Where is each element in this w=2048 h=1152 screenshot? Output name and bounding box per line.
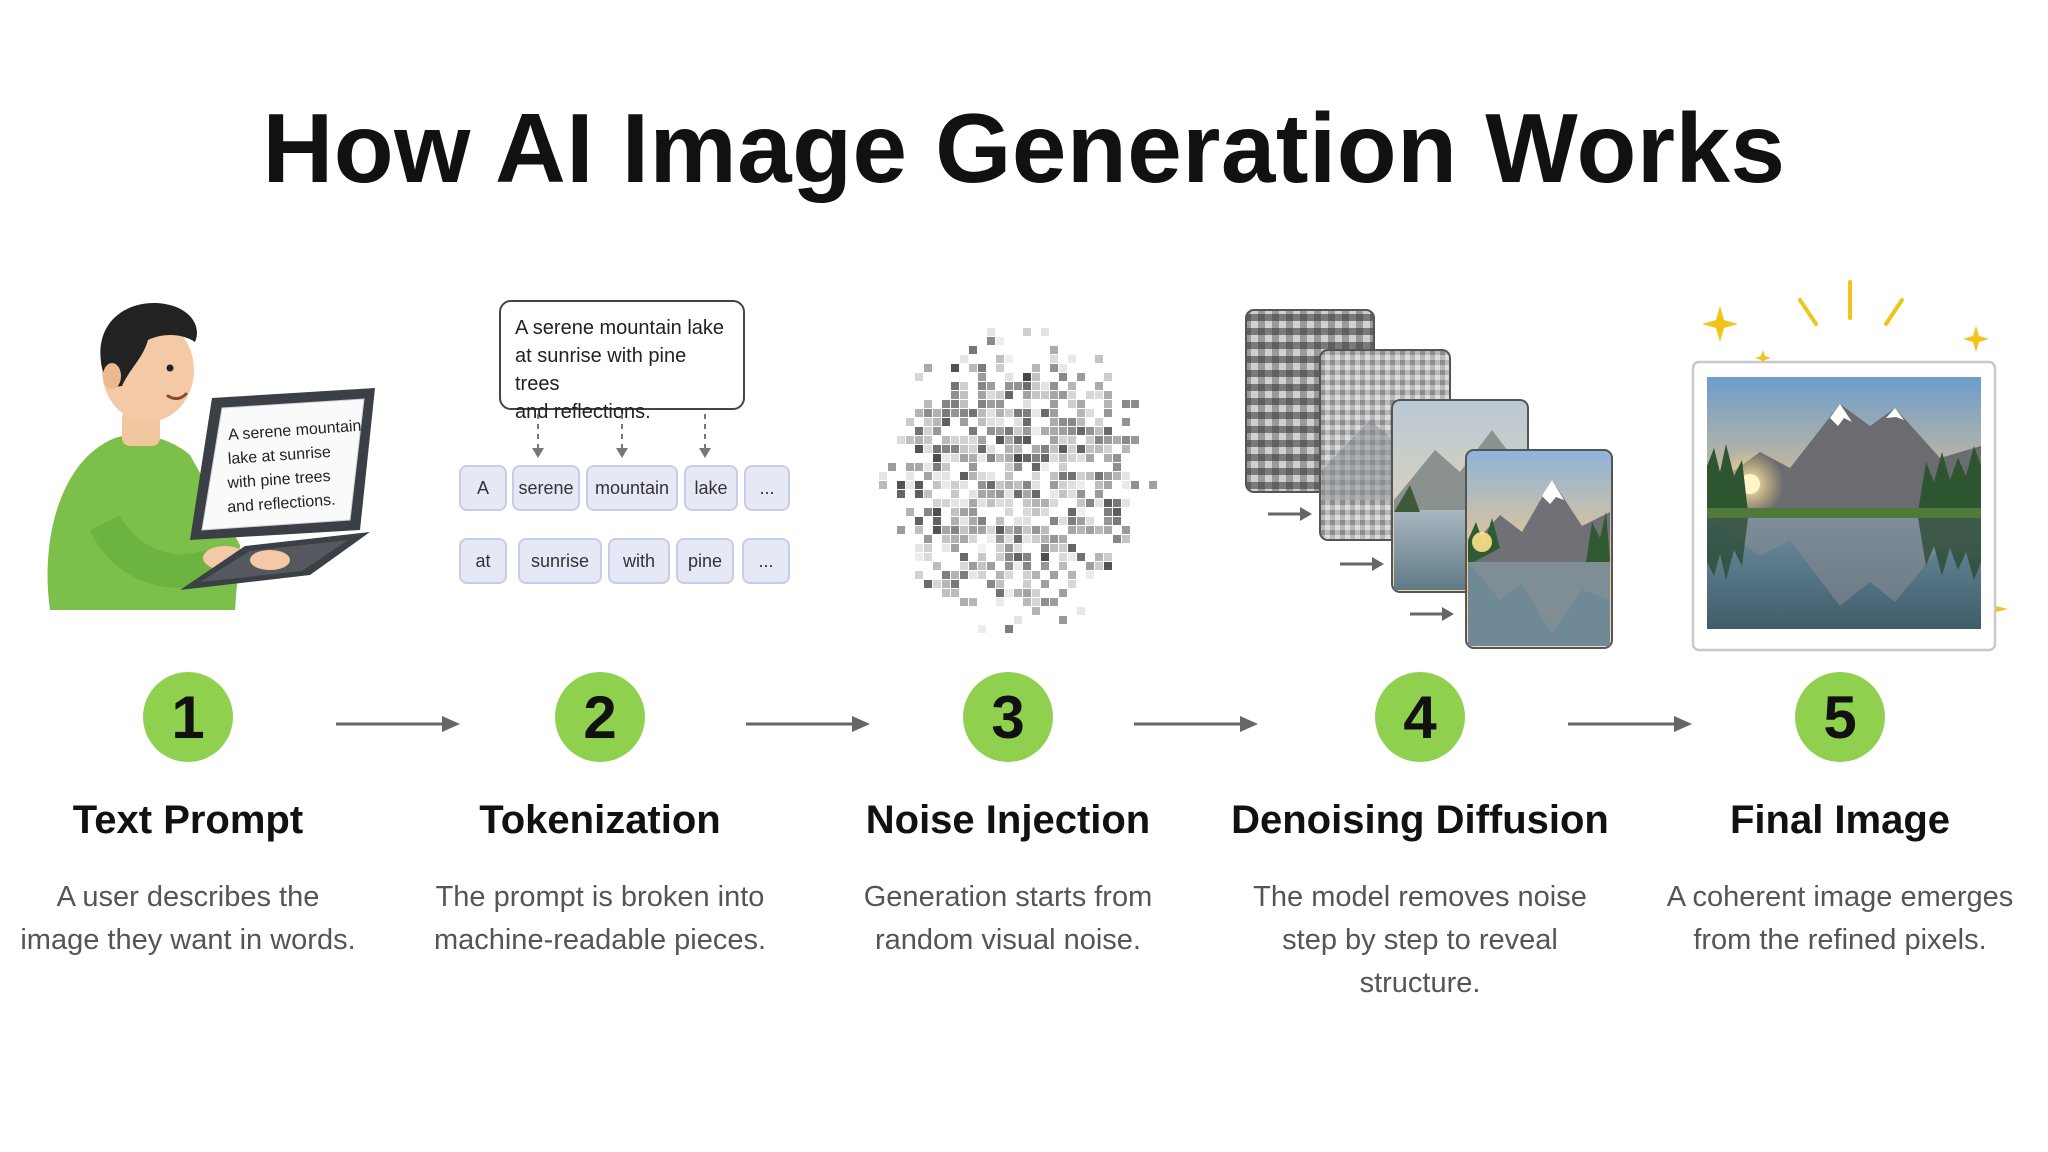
step-2: 2 Tokenization The prompt is broken into… (360, 0, 840, 1152)
prompt-box-line-3: and reflections. (515, 401, 651, 423)
step-title: Text Prompt (72, 798, 304, 842)
step-description-line: The model removes noise (1253, 881, 1587, 913)
person-at-laptop-illustration: A serene mountain lake at sunrise with p… (47, 303, 375, 610)
step-title: Denoising Diffusion (1231, 798, 1609, 842)
prompt-box-line-2: at sunrise with pine trees (515, 345, 687, 395)
step-description-line: random visual noise. (875, 924, 1141, 956)
token-chip: A (459, 465, 507, 511)
token-chip: ... (742, 538, 790, 584)
step-description: Generation starts from random visual noi… (808, 876, 1208, 962)
step-description: A user describes the image they want in … (0, 876, 388, 962)
step-5: 5 Final Image A coherent image emerges f… (1600, 0, 2048, 1152)
step-4: 4 Denoising Diffusion The model removes … (1180, 0, 1660, 1152)
person-hair (100, 303, 197, 387)
token-chip: at (459, 538, 507, 584)
flow-arrow-icon (746, 716, 870, 732)
flow-arrow-icon (336, 716, 460, 732)
step-description-line: Generation starts from (863, 881, 1153, 913)
final-image-frame (1691, 280, 2008, 652)
diffusion-card-clear (1465, 449, 1613, 649)
step-number-badge: 3 (963, 672, 1053, 762)
prompt-box-line-1: A serene mountain lake (515, 317, 725, 339)
step-description-line: A coherent image emerges (1666, 881, 2014, 913)
token-chip: pine (676, 538, 734, 584)
step-1: 1 Text Prompt A user describes the image… (0, 0, 428, 1152)
step-description-line: step by step to reveal structure. (1282, 924, 1558, 999)
step-number-badge: 4 (1375, 672, 1465, 762)
page-title: How AI Image Generation Works (262, 93, 1786, 203)
token-chip: lake (684, 465, 738, 511)
token-chip: ... (744, 465, 790, 511)
step-title: Final Image (1729, 798, 1951, 842)
token-chip: sunrise (518, 538, 602, 584)
token-chip: mountain (586, 465, 678, 511)
prompt-box: A serene mountain lake at sunrise with p… (499, 300, 745, 423)
flow-arrow-icon (1134, 716, 1258, 732)
step-number-badge: 5 (1795, 672, 1885, 762)
token-chip: serene (512, 465, 580, 511)
noise-pixels (879, 328, 1157, 633)
person-arm (90, 515, 235, 588)
step-description-line: machine-readable pieces. (433, 924, 767, 956)
step-description-line: The prompt is broken into (435, 881, 765, 913)
flow-arrow-icon (1568, 716, 1692, 732)
step-description-line: A user describes the (56, 881, 320, 913)
sparkle-rays (1798, 280, 1904, 326)
step-3: 3 Noise Injection Generation starts from… (768, 0, 1248, 1152)
step-description: A coherent image emerges from the refine… (1640, 876, 2040, 962)
step-description: The model removes noise step by step to … (1220, 876, 1620, 1005)
token-chip: with (608, 538, 670, 584)
step-description-line: from the refined pixels. (1693, 924, 1987, 956)
step-description-line: image they want in words. (20, 924, 356, 956)
step-description: The prompt is broken into machine-readab… (400, 876, 800, 962)
step-title: Noise Injection (865, 798, 1151, 842)
denoising-stack (1245, 309, 1613, 649)
step-number-badge: 2 (555, 672, 645, 762)
step-title: Tokenization (479, 798, 721, 842)
step-number-badge: 1 (143, 672, 233, 762)
noise-blob (879, 328, 1157, 633)
